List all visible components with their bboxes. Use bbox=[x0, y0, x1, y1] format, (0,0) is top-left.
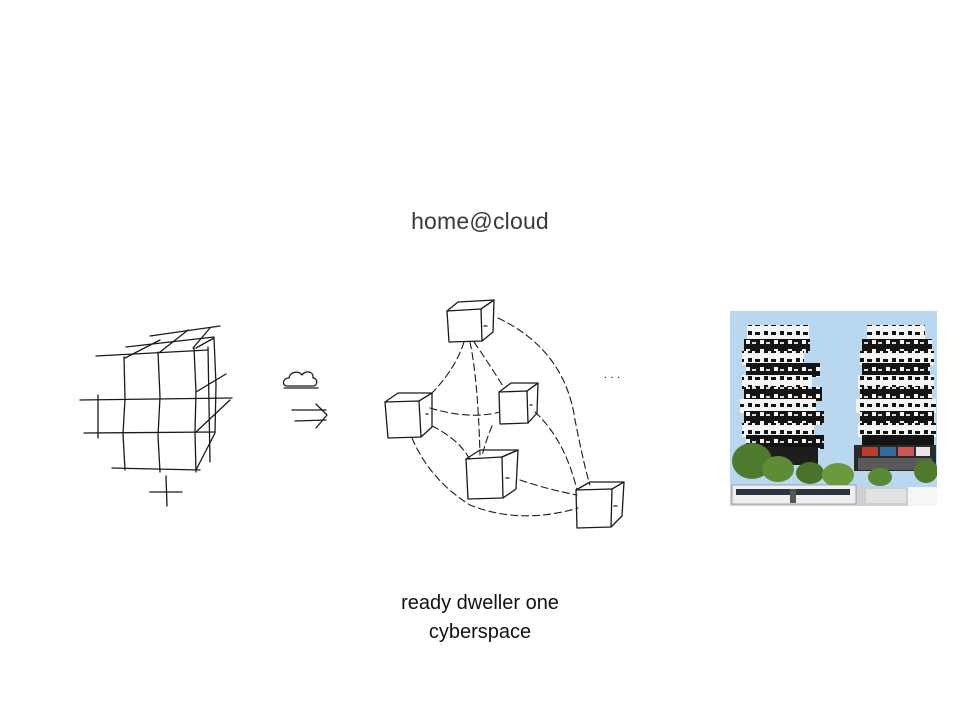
caption-line-2: cyberspace bbox=[428, 621, 532, 643]
cloud-icon bbox=[282, 371, 319, 389]
arrow-icon bbox=[291, 403, 328, 429]
tower-photo bbox=[730, 311, 937, 506]
right-tower bbox=[854, 325, 936, 471]
box-network-sketch bbox=[384, 299, 625, 529]
caption-line-1: ready dweller one bbox=[401, 592, 559, 614]
grid-cube-sketch bbox=[79, 325, 233, 507]
slide-title: home@cloud bbox=[411, 208, 549, 234]
trees bbox=[732, 443, 937, 487]
ellipsis: . . . bbox=[604, 367, 621, 381]
left-tower bbox=[740, 325, 824, 465]
caption: ready dweller one cyberspace bbox=[0, 589, 960, 647]
bus bbox=[731, 484, 857, 505]
